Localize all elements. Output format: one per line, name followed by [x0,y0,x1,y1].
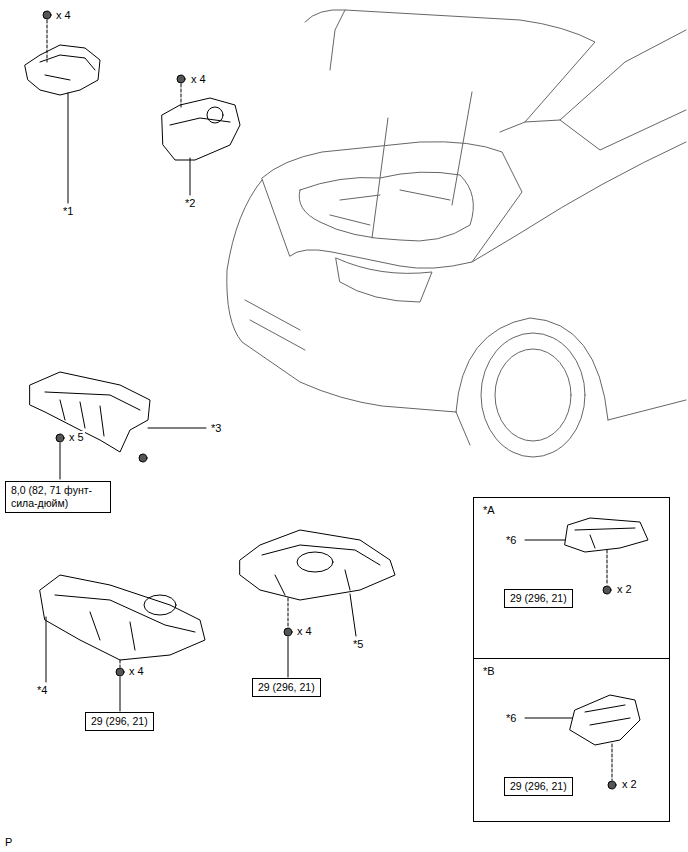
quantity-label: x 2 [621,778,638,791]
figure-code: P [4,836,13,849]
variant-panel: *A 29 (296, 21) [473,497,670,659]
callout-number: *4 [36,684,48,697]
torque-spec-box: 29 (296, 21) [504,589,573,608]
quantity-label: x 2 [616,583,633,596]
torque-value: 29 (296, 21) [91,715,148,728]
torque-value: 8,0 (82, 71 фунт-сила-дюйм) [11,484,105,510]
torque-spec-box: 29 (296, 21) [252,678,321,697]
callout-number: *6 [505,712,517,725]
quantity-label: x 4 [55,9,72,22]
callout-number: *3 [210,422,222,435]
quantity-label: x 5 [68,431,85,444]
vehicle-outline [227,10,686,457]
quantity-label: x 4 [296,625,313,638]
quantity-label: x 4 [128,665,145,678]
callout-number: *5 [352,638,364,651]
variant-panel: *B 29 (296, 21) [473,658,670,822]
callout-number: *2 [184,197,196,210]
torque-value: 29 (296, 21) [510,592,567,605]
torque-value: 29 (296, 21) [258,681,315,694]
torque-spec-box: 29 (296, 21) [504,777,573,796]
torque-value: 29 (296, 21) [510,780,567,793]
callout-number: *6 [505,534,517,547]
torque-spec-box: 8,0 (82, 71 фунт-сила-дюйм) [5,481,111,513]
variant-letter: *B [482,665,496,678]
callout-number: *1 [62,205,74,218]
quantity-label: x 4 [190,73,207,86]
variant-letter: *A [482,504,496,517]
torque-spec-box: 29 (296, 21) [85,712,154,731]
